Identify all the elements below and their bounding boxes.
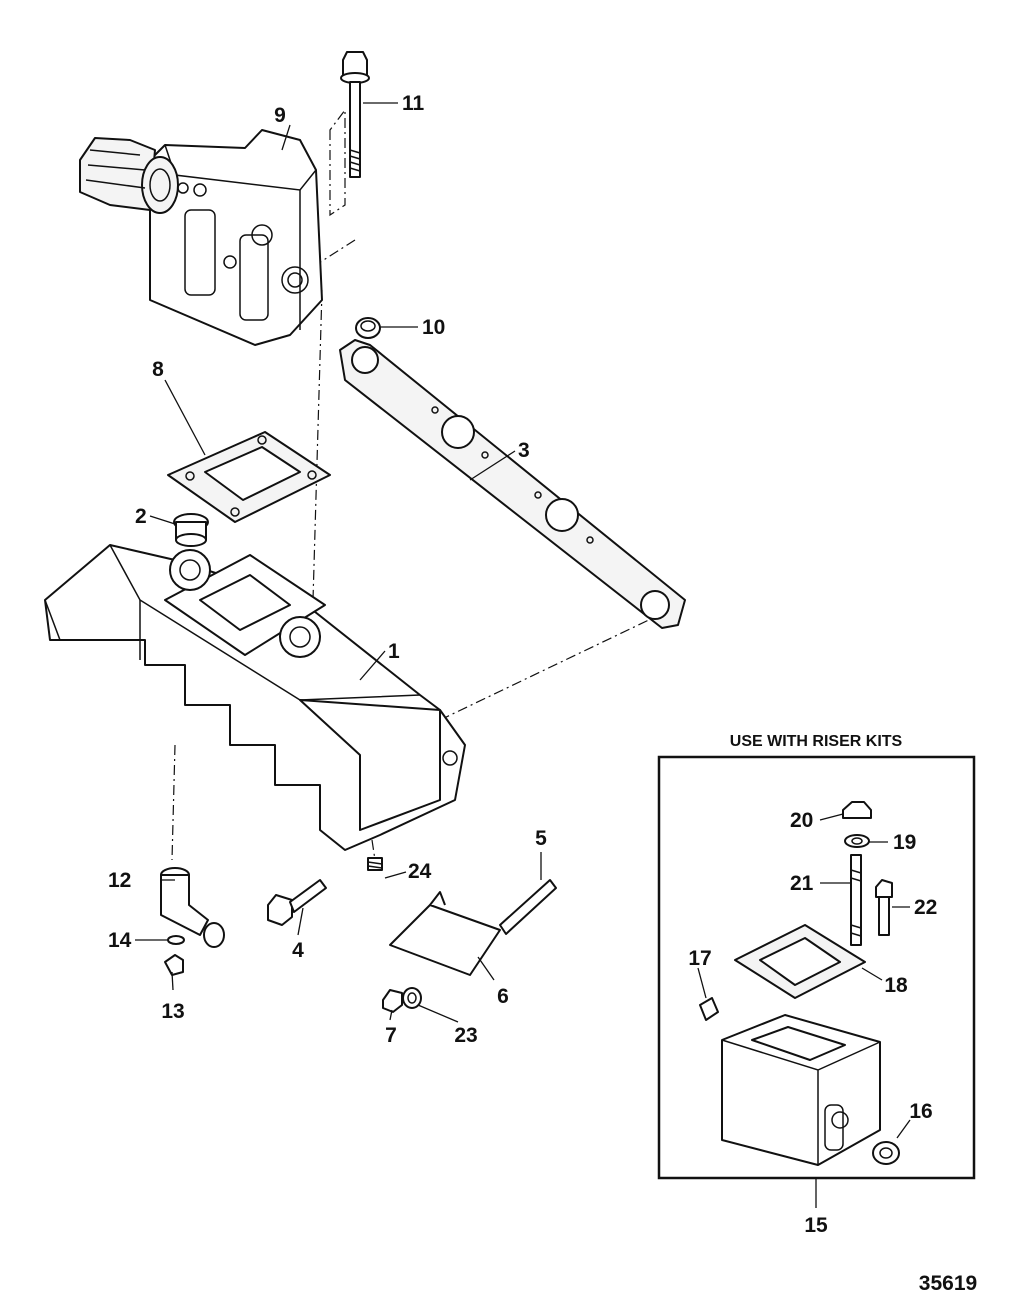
plug-part-10 (355, 317, 381, 339)
riser-kit-box-title: USE WITH RISER KITS (730, 733, 903, 750)
stud-part-24 (367, 857, 383, 871)
callout-3: 3 (518, 439, 530, 462)
bolt-part-4 (267, 879, 327, 926)
gasket-part-8 (167, 431, 331, 523)
callout-9: 9 (274, 104, 286, 127)
callout-10: 10 (422, 316, 445, 339)
plug-part-16 (872, 1141, 900, 1165)
nut-part-20 (842, 801, 872, 819)
drain-part-13 (164, 954, 184, 976)
callout-23: 23 (454, 1024, 477, 1047)
callout-13: 13 (161, 1000, 184, 1023)
callout-21: 21 (790, 872, 814, 895)
callout-24: 24 (408, 860, 432, 883)
callout-6: 6 (497, 985, 509, 1008)
diagram-id: 35619 (919, 1272, 977, 1295)
o-ring-part-14 (167, 935, 185, 945)
washer-part-19 (844, 834, 870, 848)
callout-15: 15 (804, 1214, 828, 1237)
callout-5: 5 (535, 827, 547, 850)
callout-22: 22 (914, 896, 937, 919)
bolt-part-11 (340, 51, 370, 178)
callout-12: 12 (108, 869, 131, 892)
callout-20: 20 (790, 809, 813, 832)
stud-part-5 (499, 879, 557, 935)
callout-7: 7 (385, 1024, 397, 1047)
callout-16: 16 (909, 1100, 932, 1123)
callout-labels: 1 2 3 4 5 6 7 8 9 10 11 12 13 14 15 16 1… (108, 92, 937, 1237)
exhaust-manifold-part-1 (44, 544, 466, 851)
callout-4: 4 (292, 939, 304, 962)
bracket-part-6 (389, 891, 501, 976)
plug-part-17 (699, 997, 719, 1021)
bolt-part-22 (875, 879, 893, 898)
callout-17: 17 (688, 947, 711, 970)
callout-19: 19 (893, 831, 916, 854)
callout-2: 2 (135, 505, 147, 528)
leader-lines (135, 102, 911, 1208)
manifold-gasket-part-3 (339, 339, 686, 629)
callout-14: 14 (108, 929, 132, 952)
callout-11: 11 (402, 92, 425, 115)
plug-part-2 (173, 513, 209, 547)
washer-part-23 (402, 987, 422, 1009)
callout-18: 18 (884, 974, 908, 997)
callout-8: 8 (152, 358, 164, 381)
stud-part-21 (850, 854, 862, 946)
nut-part-7 (382, 989, 403, 1013)
riser-elbow-part-9 (79, 129, 323, 346)
callout-1: 1 (388, 640, 400, 663)
elbow-fitting-part-12 (160, 867, 225, 948)
